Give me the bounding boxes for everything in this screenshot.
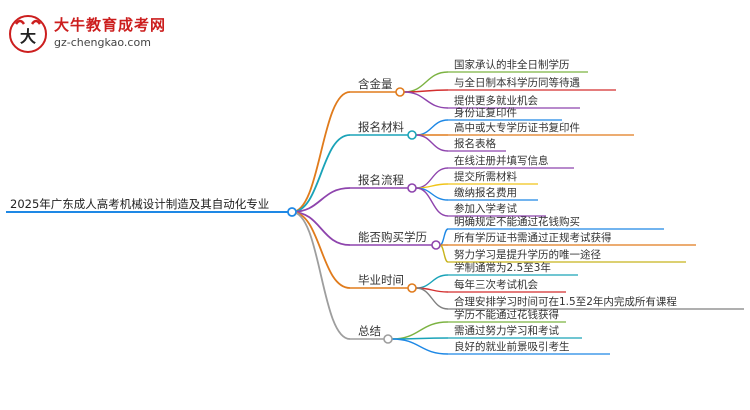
leaf-label: 提交所需材料 bbox=[454, 170, 517, 183]
branch-child-edge bbox=[439, 244, 449, 263]
branch-child-edge bbox=[403, 91, 449, 109]
branch-label: 能否购买学历 bbox=[358, 230, 427, 244]
branch-child-edge bbox=[415, 187, 449, 201]
branch-child-edge bbox=[439, 228, 449, 246]
leaf-label: 学历不能通过花钱获得 bbox=[454, 308, 559, 321]
root-node: 2025年广东成人高考机械设计制造及其自动化专业 bbox=[6, 197, 292, 213]
leaf-label: 明确规定不能通过花钱购买 bbox=[454, 215, 580, 228]
root-label: 2025年广东成人高考机械设计制造及其自动化专业 bbox=[10, 197, 269, 211]
root-branch-edge bbox=[291, 187, 351, 213]
leaf-label: 报名表格 bbox=[454, 137, 496, 150]
branch-label: 报名材料 bbox=[358, 120, 404, 134]
leaf-label: 需通过努力学习和考试 bbox=[454, 324, 559, 337]
mind-map-edges bbox=[291, 71, 744, 355]
root-branch-edge bbox=[291, 211, 351, 246]
site-title: 大牛教育成考网 bbox=[54, 16, 167, 34]
root-node-circle[interactable] bbox=[287, 207, 297, 217]
leaf-label: 身份证复印件 bbox=[454, 106, 517, 119]
branch-label: 报名流程 bbox=[358, 173, 404, 187]
branch-child-edge bbox=[415, 183, 449, 189]
leaf-label: 高中或大专学历证书复印件 bbox=[454, 121, 580, 134]
branch-label: 毕业时间 bbox=[358, 273, 404, 287]
leaf-label: 努力学习是提升学历的唯一途径 bbox=[454, 248, 601, 261]
branch-child-edge bbox=[391, 338, 449, 355]
leaf-label: 参加入学考试 bbox=[454, 202, 517, 215]
leaf-label: 提供更多就业机会 bbox=[454, 94, 538, 107]
branch-child-edge bbox=[415, 167, 449, 189]
branch-child-edge bbox=[415, 134, 449, 152]
site-header: 大 大牛教育成考网 gz-chengkao.com bbox=[0, 0, 260, 56]
leaf-label: 良好的就业前景吸引考生 bbox=[454, 340, 570, 353]
branch-child-edge bbox=[403, 71, 449, 93]
bull-head-logo-icon: 大 bbox=[9, 15, 47, 53]
branch-label: 含金量 bbox=[358, 77, 393, 91]
root-branch-edge bbox=[291, 134, 351, 213]
leaf-label: 国家承认的非全日制学历 bbox=[454, 58, 570, 71]
leaf-label: 缴纳报名费用 bbox=[454, 186, 517, 199]
leaf-label: 所有学历证书需通过正规考试获得 bbox=[454, 231, 612, 244]
branch-child-edge bbox=[415, 287, 449, 310]
branch-child-edge bbox=[415, 119, 449, 136]
branch-label: 总结 bbox=[358, 324, 381, 338]
site-url[interactable]: gz-chengkao.com bbox=[54, 36, 151, 49]
branch-child-edge bbox=[415, 274, 449, 289]
leaf-label: 合理安排学习时间可在1.5至2年内完成所有课程 bbox=[454, 295, 677, 308]
root-branch-edge bbox=[291, 211, 351, 289]
root-branch-edge bbox=[291, 91, 351, 213]
branch-node-circle[interactable] bbox=[407, 183, 417, 193]
branch-node-circle[interactable] bbox=[407, 130, 417, 140]
branch-child-edge bbox=[415, 187, 449, 217]
leaf-label: 在线注册并填写信息 bbox=[454, 154, 549, 167]
leaf-label: 学制通常为2.5至3年 bbox=[454, 261, 551, 274]
branch-child-edge bbox=[391, 321, 449, 340]
svg-text:大: 大 bbox=[20, 27, 36, 46]
branch-node-circle[interactable] bbox=[395, 87, 405, 97]
branch-node-circle[interactable] bbox=[407, 283, 417, 293]
branch-node-circle[interactable] bbox=[383, 334, 393, 344]
leaf-label: 与全日制本科学历同等待遇 bbox=[454, 76, 580, 89]
root-branch-edge bbox=[291, 211, 351, 340]
branch-node-circle[interactable] bbox=[431, 240, 441, 250]
leaf-label: 每年三次考试机会 bbox=[454, 278, 538, 291]
